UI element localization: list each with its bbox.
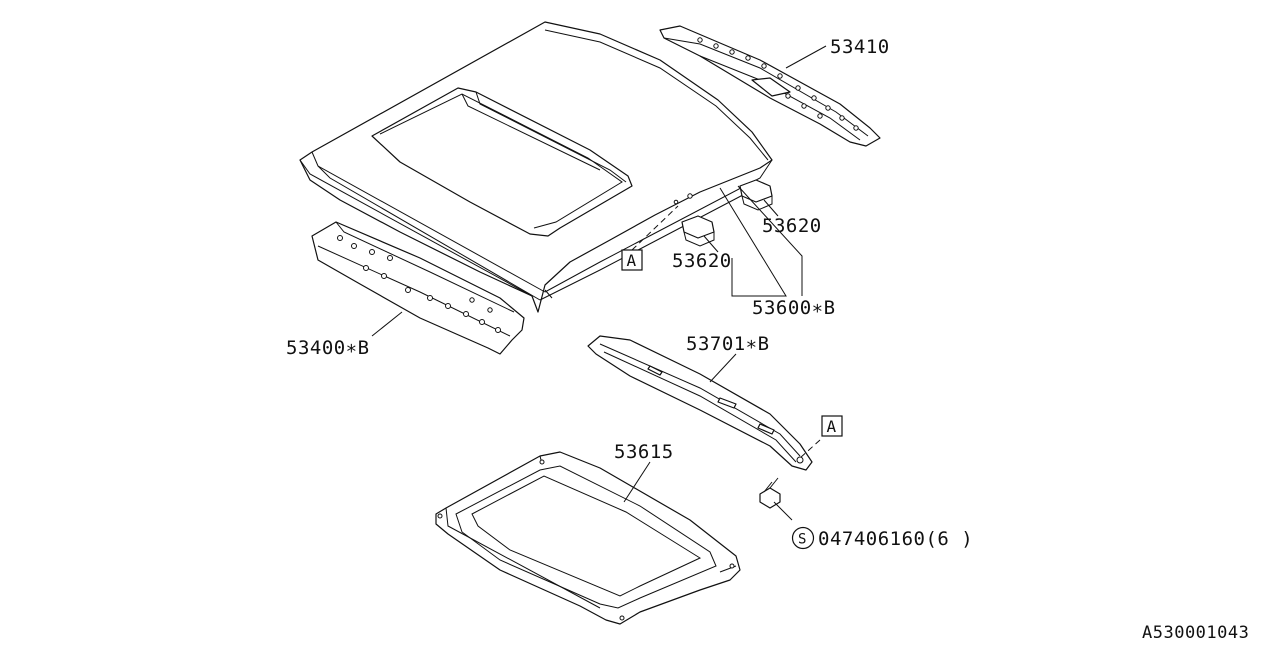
label-53410: 53410	[830, 36, 890, 58]
bolt	[759, 477, 781, 509]
label-53615: 53615	[614, 441, 674, 463]
bolt-spec-prefix: S	[798, 532, 806, 548]
callout-a-bottom: A	[821, 415, 843, 437]
bolt-spec-label: S 047406160(6 )	[791, 526, 973, 550]
callout-a-top: A	[621, 249, 643, 271]
rear-roof-rail	[659, 25, 881, 147]
label-53600b: 53600∗B	[752, 297, 836, 319]
callout-a-bottom-text: A	[827, 417, 837, 436]
label-53701b: 53701∗B	[686, 333, 770, 355]
roof-cross-beam	[587, 335, 813, 471]
reference-code: A530001043	[1142, 623, 1249, 640]
roof-panel	[299, 21, 773, 313]
bolt-spec-number: 047406160(6 )	[818, 528, 973, 550]
leader-lines	[371, 45, 827, 521]
label-53620-lower: 53620	[672, 250, 732, 272]
label-53620-upper: 53620	[762, 215, 822, 237]
callout-a-top-text: A	[627, 251, 637, 270]
bracket-53620-lower	[681, 215, 715, 247]
label-53400b: 53400∗B	[286, 337, 370, 359]
sunroof-frame	[435, 451, 741, 625]
front-roof-rail	[311, 221, 525, 355]
